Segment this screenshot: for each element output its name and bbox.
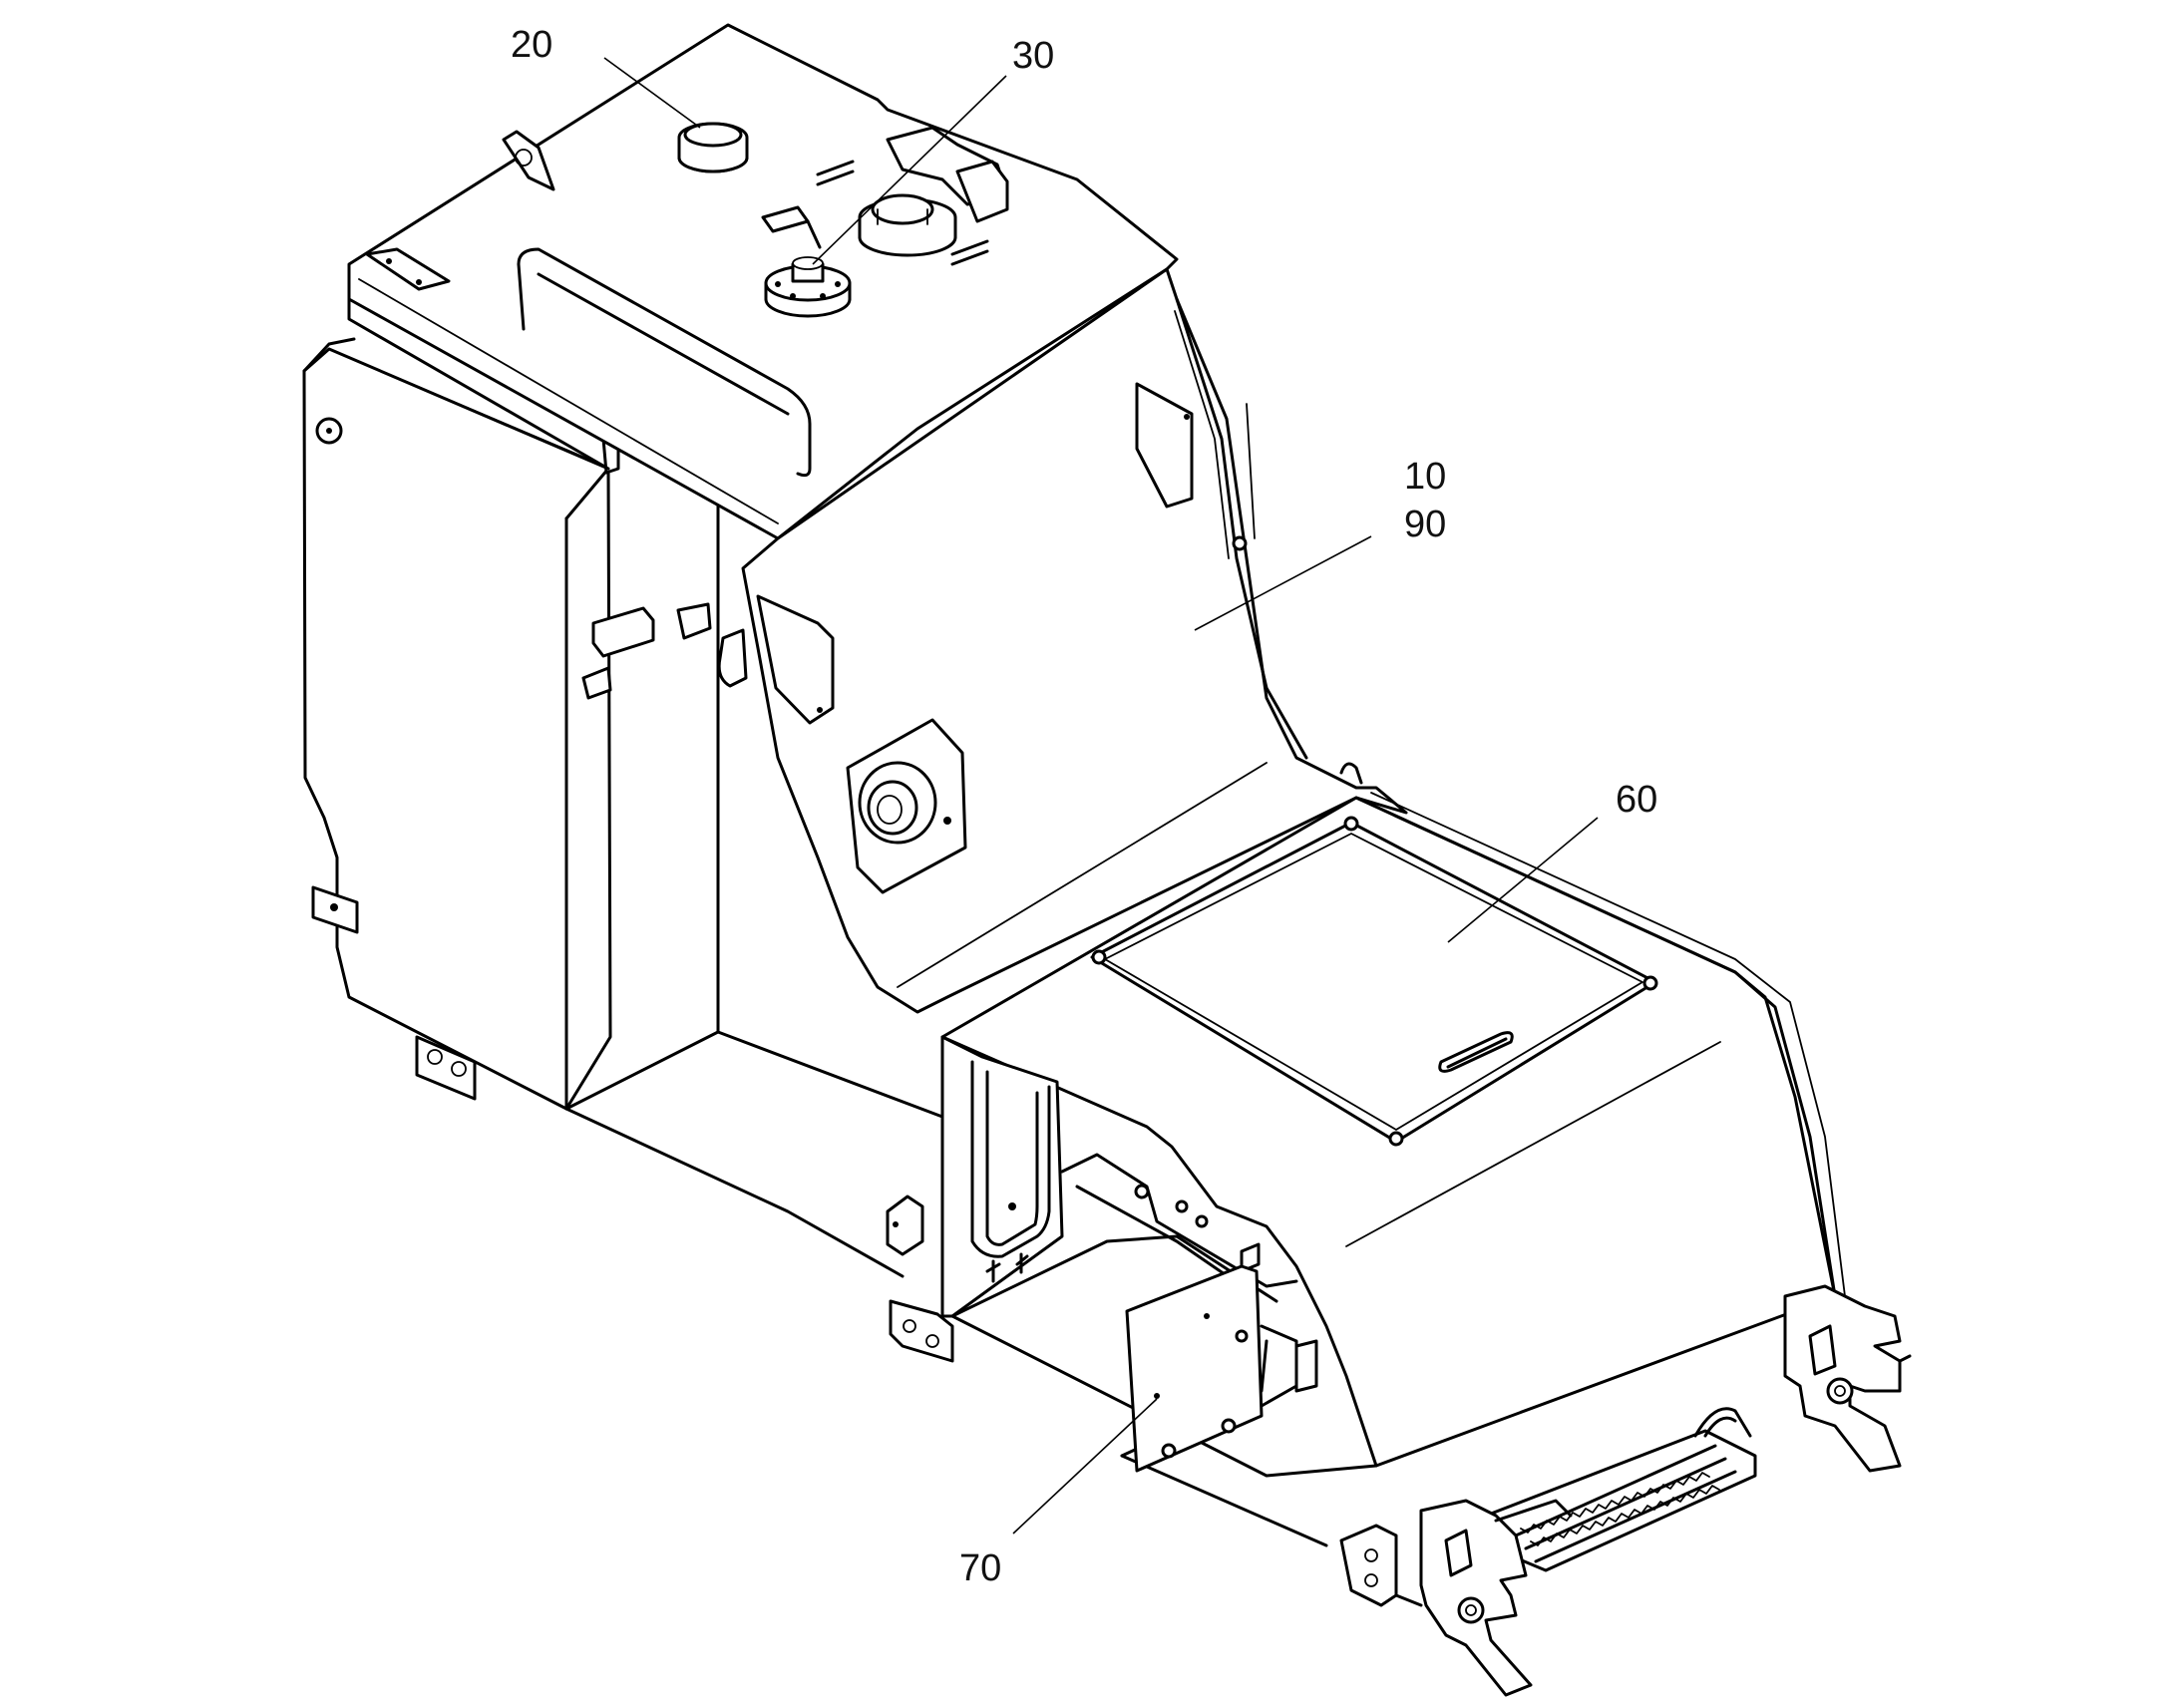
mounting-plate	[1125, 1264, 1318, 1473]
callout-20: 20	[511, 24, 552, 66]
tunnel-panel	[717, 267, 1408, 1014]
leader-20	[603, 57, 701, 129]
lower-frame	[886, 1035, 1378, 1547]
callout-70: 70	[959, 1547, 1001, 1589]
leader-lines	[603, 57, 1599, 1535]
callout-60: 60	[1616, 779, 1657, 821]
callout-90: 90	[1404, 504, 1446, 545]
leader-10-90	[1194, 535, 1372, 631]
breather-cap	[858, 193, 957, 257]
level-sender	[761, 205, 852, 318]
callout-10: 10	[1404, 456, 1446, 498]
left-tank-box	[302, 337, 944, 1278]
callout-30: 30	[1012, 35, 1054, 77]
leader-70	[1012, 1398, 1158, 1535]
right-step-assembly	[1339, 1284, 1912, 1697]
leader-60	[1447, 817, 1599, 943]
top-cover-plate	[347, 23, 1179, 540]
callout-labels: 20 30 10 90 60 70	[511, 24, 1657, 1589]
access-lid	[1090, 816, 1658, 1147]
fill-cap	[677, 122, 749, 173]
leader-30	[812, 75, 1007, 265]
